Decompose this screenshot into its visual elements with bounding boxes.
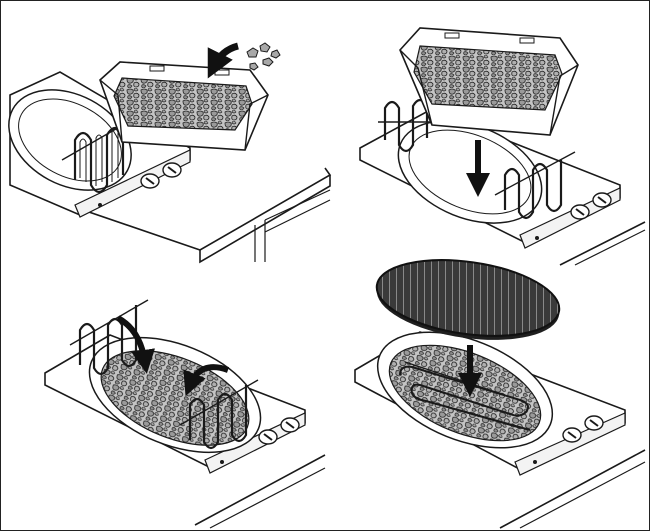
panel-2-insert-tray: [359, 27, 646, 266]
curved-arrow-icon: [183, 364, 230, 397]
countertop-edge: [499, 449, 646, 529]
falling-stones: [246, 42, 281, 71]
countertop-edge: [559, 221, 646, 266]
countertop-edge: [9, 167, 332, 251]
curved-arrow-icon: [207, 42, 239, 79]
control-knob-icon: [570, 192, 612, 220]
control-knob-icon: [258, 417, 300, 445]
lava-stones-icon: [113, 77, 253, 131]
stone-tray-icon: [99, 61, 269, 151]
heating-element-coil-icon: [494, 151, 576, 220]
lava-stones-icon: [413, 45, 563, 111]
countertop-edge: [194, 454, 326, 526]
panel-3-lower-elements: [44, 299, 326, 529]
lava-stones-icon: [100, 350, 250, 446]
panel-1-fill-stones: [8, 42, 332, 264]
control-knob-icon: [140, 162, 182, 189]
curved-arrow-icon: [116, 315, 155, 374]
hob-well: [8, 89, 132, 191]
stone-tray-icon: [399, 27, 579, 136]
grill-grate-icon: [375, 259, 561, 340]
panel-4-place-grate: [354, 259, 646, 529]
heating-element-coil-icon: [179, 379, 259, 450]
heating-element-coil-icon: [399, 361, 531, 431]
control-knob-icon: [562, 415, 604, 443]
heating-element-coil-icon: [69, 299, 149, 376]
